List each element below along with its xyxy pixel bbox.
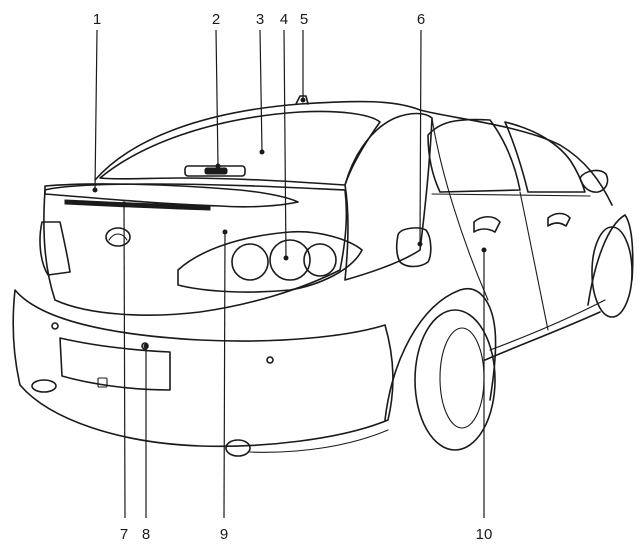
high-mount-stop-light <box>184 165 246 177</box>
underbody-line <box>249 429 389 453</box>
callout-3: 3 <box>256 11 264 28</box>
spoiler-stop-light <box>64 199 211 211</box>
license-plate-recess <box>59 337 171 391</box>
front-door-window <box>504 121 586 193</box>
front-wheel-arch <box>587 214 634 306</box>
leader-1-dot <box>92 187 98 193</box>
callout-10: 10 <box>476 526 493 543</box>
side-lower-line <box>489 299 606 351</box>
front-door-handle <box>547 212 571 227</box>
side-mirror <box>579 169 609 193</box>
leader-8-dot <box>143 343 149 349</box>
leader-4-dot <box>283 255 289 261</box>
callout-1: 1 <box>93 11 101 28</box>
leader-3-dot <box>259 149 265 155</box>
rear-wheel-arch <box>384 288 497 421</box>
emblem <box>105 227 131 247</box>
leader-9-dot <box>222 229 228 235</box>
exhaust-tip-left <box>31 379 57 393</box>
rear-tire <box>414 309 496 451</box>
callout-2: 2 <box>212 11 220 28</box>
right-tail-lamp <box>177 230 363 293</box>
front-tire <box>591 226 633 318</box>
door-seam-front <box>519 191 549 331</box>
car-illustration <box>12 95 634 457</box>
rear-bumper <box>12 289 394 448</box>
left-tail-lamp <box>39 221 71 276</box>
leader-2 <box>215 29 219 167</box>
high-mount-lamp-lens <box>204 167 228 175</box>
callout-6: 6 <box>417 11 425 28</box>
leader-10-dot <box>481 247 487 253</box>
rear-spoiler <box>44 183 299 208</box>
leader-6 <box>419 29 422 245</box>
leader-7 <box>123 203 126 519</box>
rear-tire-inner <box>439 327 485 429</box>
fuel-filler-door <box>395 227 432 268</box>
leader-6-dot <box>417 241 423 247</box>
side-sill <box>484 311 601 361</box>
leader-lines <box>92 29 487 519</box>
rear-door-window <box>427 118 521 193</box>
leader-5-dot <box>300 97 306 103</box>
beltline <box>431 193 591 197</box>
roof-outline <box>94 100 613 206</box>
tail-lamp-ring-middle <box>269 239 311 281</box>
parking-sensor-right <box>266 356 274 364</box>
rear-door-handle <box>473 215 501 233</box>
callout-labels: 1 2 3 4 5 6 7 8 9 10 <box>93 11 493 543</box>
leader-3 <box>259 29 263 153</box>
leader-9 <box>223 231 226 519</box>
callout-8: 8 <box>142 526 150 543</box>
leader-2-dot <box>215 163 221 169</box>
trunk-lock-cover <box>97 377 108 388</box>
exhaust-tip-right <box>225 439 251 457</box>
leader-1 <box>94 29 98 191</box>
callout-7: 7 <box>120 526 128 543</box>
callout-5: 5 <box>300 11 308 28</box>
callout-9: 9 <box>220 526 228 543</box>
callout-4: 4 <box>280 11 288 28</box>
leader-7-dot <box>121 201 127 207</box>
rear-window <box>99 110 381 186</box>
door-seam-rear <box>431 117 489 301</box>
c-pillar <box>344 112 433 281</box>
parking-sensor-left <box>51 322 59 330</box>
tail-lamp-ring-outer <box>231 243 269 281</box>
tail-lamp-ring-inner <box>303 243 337 277</box>
leader-4 <box>283 29 287 259</box>
